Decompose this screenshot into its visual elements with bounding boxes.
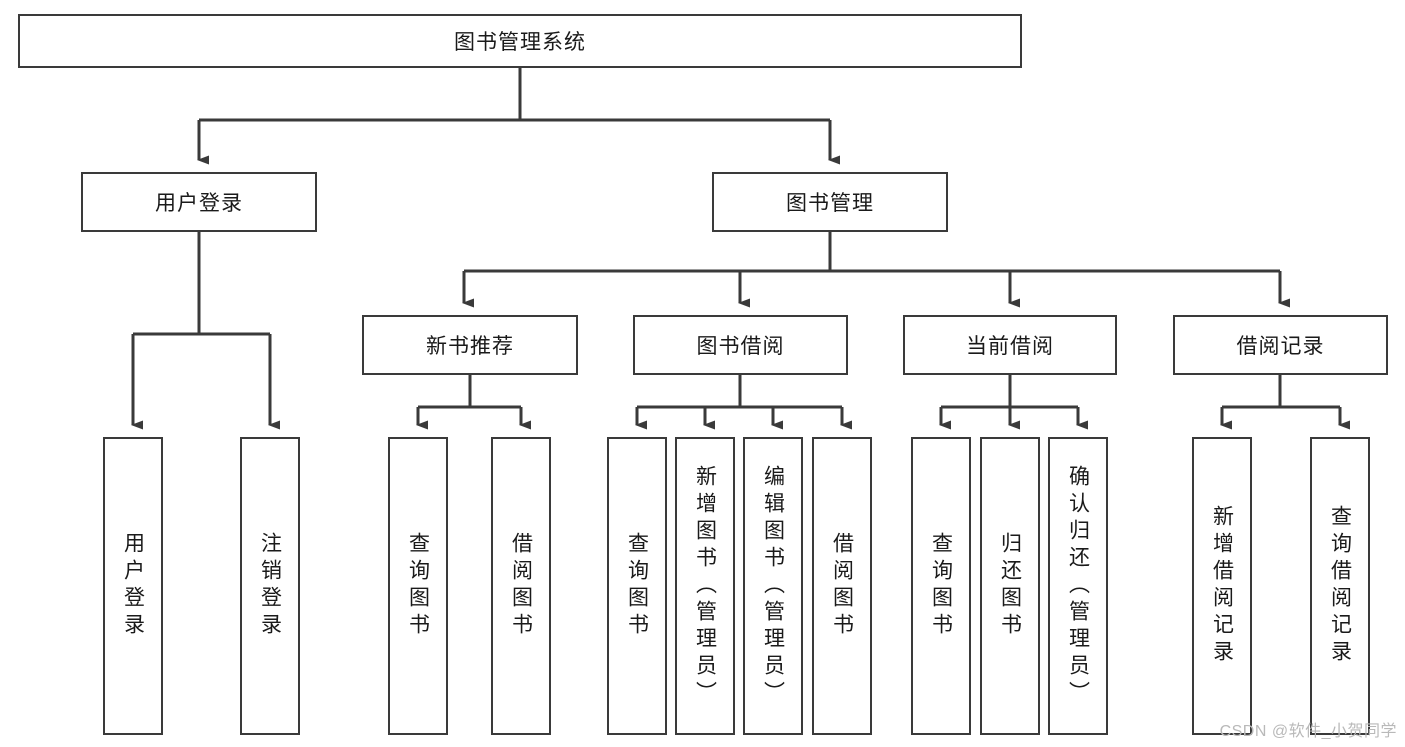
node-leaf-add-book-label: 新增图书（管理员） [693, 464, 717, 708]
node-leaf-edit-book[interactable]: 编辑图书（管理员） [743, 437, 803, 735]
node-root[interactable]: 图书管理系统 [18, 14, 1022, 68]
node-leaf-query-book-1[interactable]: 查询图书 [388, 437, 448, 735]
node-current-borrow[interactable]: 当前借阅 [903, 315, 1117, 375]
node-leaf-query-record-label: 查询借阅记录 [1328, 505, 1352, 667]
node-borrow-record-label: 借阅记录 [1236, 335, 1325, 358]
node-leaf-user-logout-label: 注销登录 [258, 532, 282, 640]
node-root-label: 图书管理系统 [454, 31, 586, 54]
node-leaf-user-logout[interactable]: 注销登录 [240, 437, 300, 735]
node-borrow-record[interactable]: 借阅记录 [1173, 315, 1388, 375]
node-leaf-add-book[interactable]: 新增图书（管理员） [675, 437, 735, 735]
node-user-login[interactable]: 用户登录 [81, 172, 317, 232]
node-leaf-confirm-return-label: 确认归还（管理员） [1066, 464, 1090, 708]
node-leaf-borrow-book-2[interactable]: 借阅图书 [812, 437, 872, 735]
node-leaf-user-login-label: 用户登录 [121, 532, 145, 640]
node-leaf-borrow-book-2-label: 借阅图书 [830, 532, 854, 640]
node-leaf-return-book[interactable]: 归还图书 [980, 437, 1040, 735]
watermark: CSDN @软件_小贺同学 [1219, 723, 1397, 740]
node-current-borrow-label: 当前借阅 [966, 335, 1054, 358]
node-book-borrow[interactable]: 图书借阅 [633, 315, 848, 375]
node-leaf-edit-book-label: 编辑图书（管理员） [761, 464, 785, 708]
node-leaf-return-book-label: 归还图书 [998, 532, 1022, 640]
node-leaf-query-record[interactable]: 查询借阅记录 [1310, 437, 1370, 735]
node-leaf-add-record[interactable]: 新增借阅记录 [1192, 437, 1252, 735]
node-leaf-query-book-2[interactable]: 查询图书 [607, 437, 667, 735]
node-user-login-label: 用户登录 [155, 192, 243, 215]
node-leaf-user-login[interactable]: 用户登录 [103, 437, 163, 735]
node-book-manage-label: 图书管理 [786, 192, 874, 215]
node-leaf-add-record-label: 新增借阅记录 [1210, 505, 1234, 667]
node-leaf-borrow-book-1-label: 借阅图书 [509, 532, 533, 640]
node-leaf-borrow-book-1[interactable]: 借阅图书 [491, 437, 551, 735]
node-book-manage[interactable]: 图书管理 [712, 172, 948, 232]
node-leaf-query-book-1-label: 查询图书 [406, 532, 430, 640]
node-new-book-recommend-label: 新书推荐 [426, 335, 514, 358]
node-leaf-query-book-2-label: 查询图书 [625, 532, 649, 640]
node-new-book-recommend[interactable]: 新书推荐 [362, 315, 578, 375]
node-book-borrow-label: 图书借阅 [696, 335, 785, 358]
node-leaf-confirm-return[interactable]: 确认归还（管理员） [1048, 437, 1108, 735]
node-leaf-query-book-3[interactable]: 查询图书 [911, 437, 971, 735]
node-leaf-query-book-3-label: 查询图书 [929, 532, 953, 640]
